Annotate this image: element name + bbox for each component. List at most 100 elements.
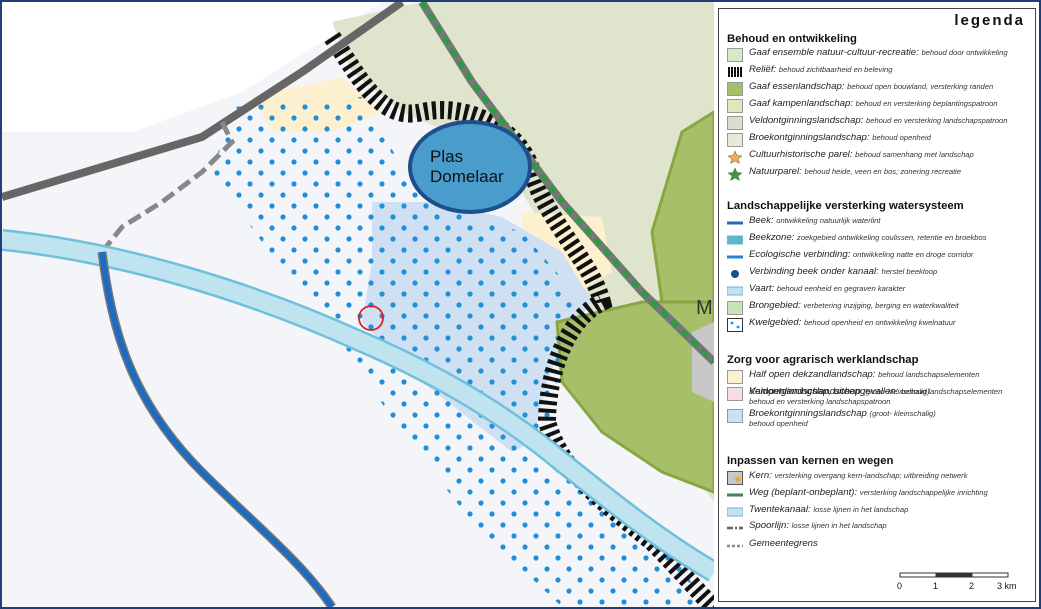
legend-item-name: Reliëf: [749, 64, 777, 75]
legend-item-name: Vaart: [749, 283, 775, 294]
legend-item-description: behoud door ontwikkeling [921, 48, 1008, 57]
legend-item-text: Gaaf essenlandschap: behoud open bouwlan… [749, 81, 994, 93]
legend-item: Weg (beplant-onbeplant): versterking lan… [727, 487, 988, 504]
legend-item-name: Kwelgebied: [749, 317, 802, 328]
scale-label-0: 0 [897, 581, 902, 591]
legend-symbol-fill [727, 370, 743, 384]
legend-item-name: Beek: [749, 215, 774, 226]
legend-item-name: Verbinding beek onder kanaal: [749, 266, 879, 277]
legend-item-subtext: behoud openheid [749, 418, 808, 428]
legend-item-name: Broekontginningslandschap [749, 408, 867, 419]
legend-section-heading: Zorg voor agrarisch werklandschap [727, 354, 919, 366]
legend-item-name: Twentekanaal: [749, 504, 811, 515]
legend-symbol-fill [727, 301, 743, 315]
legend-item: Brongebied: verbetering inzijging, bergi… [727, 300, 959, 317]
legend-item-description: versterking overgang kern-landschap; uit… [774, 471, 968, 480]
road-planted [419, 2, 714, 364]
legend-item: Broekontginningslandschap: behoud openhe… [727, 132, 931, 149]
lake-plas-domelaar [408, 120, 532, 214]
outside-area [2, 2, 382, 132]
legend-symbol-dot [727, 267, 743, 281]
legend-item: Natuurparel: behoud heide, veen en bos; … [727, 166, 961, 183]
legend-section-heading: Landschappelijke versterking watersystee… [727, 200, 964, 212]
legend-item-name: Kern: [749, 470, 772, 481]
legend-item-text: Vaart: behoud eenheid en gegraven karakt… [749, 283, 906, 295]
legend-symbol-star [727, 150, 743, 165]
legend-item-subtext: behoud en versterking landschapspatroon [749, 396, 891, 406]
legend-section-heading: Behoud en ontwikkeling [727, 33, 857, 45]
legend-symbol-fill [727, 133, 743, 147]
legend-symbol-border [727, 539, 743, 553]
legend-item-description: behoud open bouwland, versterking randen [847, 82, 994, 91]
legend-item: Beek: ontwikkeling natuurlijk waterlint [727, 215, 881, 232]
legend-item-description: ontwikkeling natte en droge corridor [853, 250, 974, 259]
legend-symbol-rail [727, 521, 743, 535]
legend-item-description: verbetering inzijging, berging en waterk… [803, 301, 959, 310]
legend-item-text: Weg (beplant-onbeplant): versterking lan… [749, 487, 988, 499]
legend-item-description: (groot- kleinschalig) [869, 409, 936, 418]
legend-item-description: behoud en versterking beplantingspatroon [855, 99, 998, 108]
legend-item-text: Beek: ontwikkeling natuurlijk waterlint [749, 215, 881, 227]
legend-item-name: Gaaf essenlandschap: [749, 81, 845, 92]
legend-item: Veldontginningslandschap: behoud en vers… [727, 115, 1008, 132]
lake-label-line1: Plas [430, 147, 463, 166]
legend-item: Broekontginningslandschap (groot- kleins… [727, 408, 936, 428]
legend-item-description: zoekgebied ontwikkeling coulissen, reten… [797, 233, 987, 242]
legend-item-text: Verbinding beek onder kanaal: herstel be… [749, 266, 937, 278]
scale-label-1: 1 [933, 581, 938, 591]
legend-item-name: Ecologische verbinding: [749, 249, 851, 260]
railway [2, 2, 405, 201]
legend-item-description: behoud eenheid en gegraven karakter [776, 284, 906, 293]
legend-symbol-star [727, 167, 743, 182]
legend-symbol-hatch [727, 65, 743, 79]
legend-item-name: Spoorlijn: [749, 520, 789, 531]
legend-item-text: Broekontginningslandschap: behoud openhe… [749, 132, 931, 144]
legend-item-description: ontwikkeling natuurlijk waterlint [776, 216, 881, 225]
legend-item-description: losse lijnen in het landschap [791, 521, 887, 530]
municipal-border [100, 120, 236, 254]
legend-item: Twentekanaal: losse lijnen in het landsc… [726, 504, 908, 521]
legend-symbol-kern [727, 471, 743, 485]
legend-item-text: Veldontginningslandschap (groot- kleinsc… [749, 386, 930, 406]
legend-item-name: Broekontginningslandschap: [749, 132, 870, 143]
scale-label-3: 3 km [997, 581, 1017, 591]
legend-item-description: behoud openheid [872, 133, 931, 142]
legend-item: Kwelgebied: behoud openheid en ontwikkel… [727, 317, 956, 334]
legend-item: Spoorlijn: losse lijnen in het landschap [727, 520, 887, 537]
legend-item-text: Beekzone: zoekgebied ontwikkeling coulis… [749, 232, 987, 244]
legend-item-text: Gaaf ensemble natuur-cultuur-recreatie: … [749, 47, 1008, 59]
legend-item: Gaaf kampenlandschap: behoud en versterk… [727, 98, 998, 115]
legend-item-description: behoud landschapselementen [878, 370, 980, 379]
legend-symbol-band [726, 505, 744, 519]
legend-item-description: (groot- kleinschalig) [863, 387, 930, 396]
legend-item: Veldontginningslandschap (groot- kleinsc… [727, 386, 930, 406]
legend-item: Cultuurhistorische parel: behoud samenha… [727, 149, 974, 166]
legend-item-text: Kwelgebied: behoud openheid en ontwikkel… [749, 317, 956, 329]
legend-item: Ecologische verbinding: ontwikkeling nat… [727, 249, 974, 266]
legend-item: Verbinding beek onder kanaal: herstel be… [727, 266, 937, 283]
legend-item-text: Natuurparel: behoud heide, veen en bos; … [749, 166, 961, 178]
legend-item-name: Brongebied: [749, 300, 801, 311]
legend-item-description: versterking landschappelijke inrichting [859, 488, 988, 497]
legend-item-text: Twentekanaal: losse lijnen in het landsc… [749, 504, 908, 516]
legend-symbol-fill [727, 99, 743, 113]
legend-item-description: behoud en versterking landschapspatroon [866, 116, 1008, 125]
legend-item-name: Natuurparel: [749, 166, 802, 177]
legend-item-name: Gaaf ensemble natuur-cultuur-recreatie: [749, 47, 919, 58]
relief-line [324, 32, 714, 607]
legend-item: Reliëf: behoud zichtbaarheid en beleving [727, 64, 892, 81]
legend-item-description: behoud landschapselementen [901, 387, 1003, 396]
beek-stream [99, 251, 335, 607]
legend-item-text: Gemeentegrens [749, 538, 818, 550]
legend-symbol-line [727, 216, 743, 230]
legend-item: Gaaf ensemble natuur-cultuur-recreatie: … [727, 47, 1008, 64]
legend-item-text: Brongebied: verbetering inzijging, bergi… [749, 300, 959, 312]
legend-symbol-band [726, 233, 744, 247]
map-canvas: M Plas Domelaar [2, 2, 714, 607]
legend-symbol-band [726, 284, 744, 298]
legend-item-name: Veldontginningslandschap [749, 386, 861, 397]
legend-symbol-fill [727, 48, 743, 62]
edge-town-label: M [696, 297, 713, 319]
legend-item-name: Gemeentegrens [749, 538, 818, 549]
